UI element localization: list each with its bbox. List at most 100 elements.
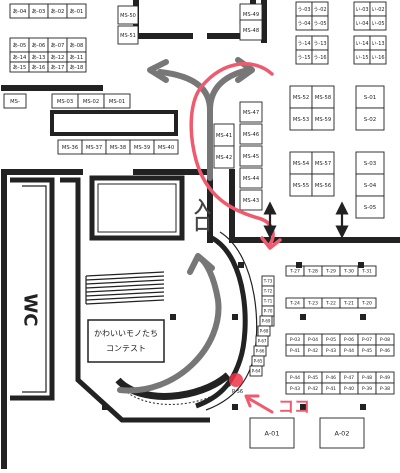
booth-ms: MS-03 xyxy=(51,93,79,109)
booth-p: P-64 xyxy=(249,365,263,377)
booth-ms: MS-46 xyxy=(239,123,263,145)
central-hall xyxy=(89,175,185,241)
booth-label: あ-03 xyxy=(32,8,46,15)
booth-a: あ-18 xyxy=(66,61,87,73)
booth-label: あ-17 xyxy=(51,64,65,71)
booth-label: T-22 xyxy=(325,301,336,307)
wc-label: WC xyxy=(20,293,41,326)
booth-t: T-20 xyxy=(357,297,377,309)
booth-label: MS-44 xyxy=(243,176,260,182)
booth-label: A-01 xyxy=(265,429,280,437)
booth-ms: MS-40 xyxy=(153,139,179,155)
booth-u: う-02 xyxy=(311,1,329,17)
booth-p: P-45 xyxy=(303,371,323,384)
booth-a-lower: A-02 xyxy=(319,417,365,449)
booth-label: MS-58 xyxy=(315,95,331,101)
booth-label: MS-47 xyxy=(243,110,259,116)
booth-p: P-40 xyxy=(339,382,359,395)
booth-label: あ-04 xyxy=(13,8,27,15)
booth-ms: MS-41 xyxy=(213,123,235,147)
booth-ms: MS-36 xyxy=(57,139,83,155)
wc-building xyxy=(10,177,210,423)
booth-ms: MS-47 xyxy=(239,101,263,123)
booth-label: う-16 xyxy=(313,55,326,61)
booth-p: P-70 xyxy=(261,305,275,317)
booth-t: T-21 xyxy=(339,297,359,309)
booth-label: う-14 xyxy=(297,41,310,47)
entrance-label: 入口 xyxy=(190,198,211,232)
booth-ms: MS-54 xyxy=(289,151,313,175)
here-label: ココ xyxy=(278,397,310,416)
booth-label: P-47 xyxy=(344,375,354,381)
booth-label: あ-08 xyxy=(70,42,84,49)
booth-label: あ-14 xyxy=(13,54,27,61)
booth-label: あ-05 xyxy=(13,42,27,49)
booth-label: S-04 xyxy=(364,183,377,189)
booth-t: T-23 xyxy=(303,297,323,309)
stage-curve xyxy=(115,372,231,400)
booth-t: T-30 xyxy=(339,265,359,277)
booth-p: P-69 xyxy=(259,315,273,327)
booth-label: T-31 xyxy=(361,269,372,275)
booth-label: P-64 xyxy=(252,368,261,373)
booth-ms: MS-51 xyxy=(117,25,139,45)
booth-label: P-43 xyxy=(290,386,300,392)
booth-s: S-01 xyxy=(355,85,385,109)
booth-t: T-73 xyxy=(261,275,275,287)
pillars xyxy=(102,262,366,410)
booth-label: P-42 xyxy=(308,348,318,354)
booth-label: S-03 xyxy=(364,161,377,167)
booth-label: MS-55 xyxy=(293,183,309,189)
booth-t: T-71 xyxy=(261,295,275,307)
booth-a: あ-06 xyxy=(28,37,49,53)
booth-i: い-15 xyxy=(353,49,371,65)
booth-ms: MS-37 xyxy=(81,139,107,155)
booth-i: い-13 xyxy=(369,35,387,51)
booth-label: MS-52 xyxy=(293,95,309,101)
booth-p: P-44 xyxy=(285,371,305,384)
booth-label: P-45 xyxy=(308,375,318,381)
booth-p: P-05 xyxy=(321,333,341,346)
booth-label: い-02 xyxy=(371,7,384,13)
booth-p: P-39 xyxy=(357,382,377,395)
booth-ms: MS-38 xyxy=(105,139,131,155)
booth-label: P-46 xyxy=(326,375,336,381)
booth-t: T-72 xyxy=(261,285,275,297)
booth-label: あ-16 xyxy=(32,64,46,71)
double-arrows xyxy=(263,201,349,239)
booth-label: P-68 xyxy=(260,328,269,333)
booth-ms: MS-55 xyxy=(289,173,313,197)
booth-label: MS-45 xyxy=(243,154,259,160)
booth-i: い-02 xyxy=(369,1,387,17)
booth-label: P-06 xyxy=(344,337,354,343)
booth-a: あ-04 xyxy=(9,3,30,19)
booth-p: P-41 xyxy=(321,382,341,395)
booth-label: P-43 xyxy=(326,348,336,354)
booth-label: A-02 xyxy=(335,429,350,437)
booth-label: あ-15 xyxy=(13,64,27,71)
booth-ms: MS-43 xyxy=(239,189,263,211)
booth-label: MS-42 xyxy=(216,155,232,161)
booth-u: う-14 xyxy=(295,35,313,51)
booth-label: MS-51 xyxy=(120,33,136,39)
booth-a: あ-12 xyxy=(47,51,68,63)
booth-label: あ-11 xyxy=(70,54,84,61)
booth-label: S-01 xyxy=(364,95,376,101)
booth-label: う-02 xyxy=(313,7,326,13)
booth-a: あ-14 xyxy=(9,51,30,63)
booth-p: P-38 xyxy=(375,382,395,395)
contest-label-1: かわいいモノたち xyxy=(94,329,158,338)
booth-ms: MS- xyxy=(3,93,27,109)
booth-ms: MS-02 xyxy=(77,93,105,109)
booth-label: あ-01 xyxy=(70,8,84,15)
booth-ms: MS-50 xyxy=(117,5,139,25)
booth-u: う-16 xyxy=(311,49,329,65)
booth-label: P-03 xyxy=(290,337,300,343)
booth-label: MS-53 xyxy=(293,117,309,123)
booth-label: MS-57 xyxy=(315,161,331,167)
current-location: P-56 ココ xyxy=(229,373,310,416)
booth-i: い-16 xyxy=(369,49,387,65)
booth-p: P-42 xyxy=(303,382,323,395)
